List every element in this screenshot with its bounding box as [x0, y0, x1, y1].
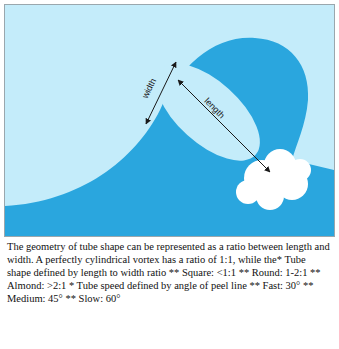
foam — [236, 149, 311, 210]
sky — [5, 5, 335, 237]
tube-opening — [140, 46, 277, 178]
caption-text: The geometry of tube shape can be repres… — [7, 240, 331, 305]
length-arrow — [178, 80, 270, 172]
wave-face — [5, 38, 334, 236]
